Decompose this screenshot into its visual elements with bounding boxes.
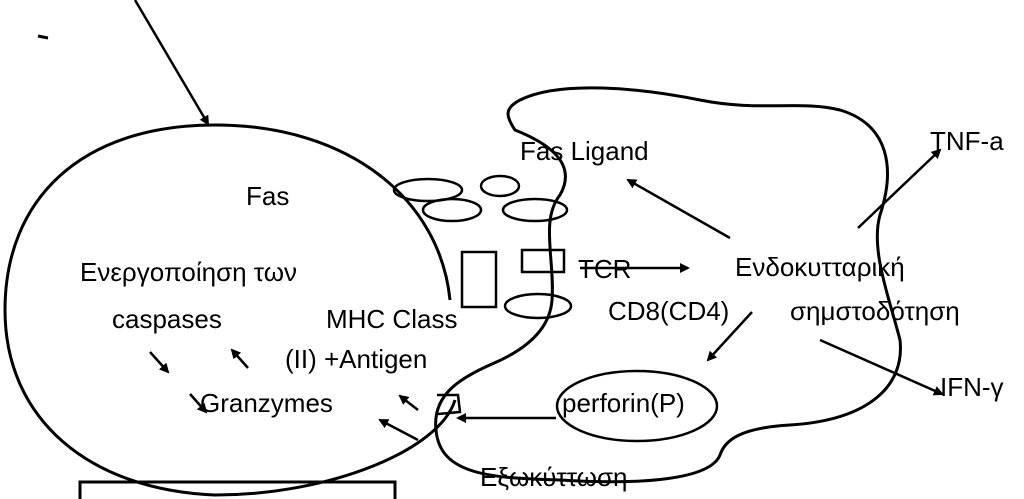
label-tnf: TNF-a (930, 126, 1004, 156)
label-perforin: perforin(P) (562, 388, 685, 418)
label-granzymes: Granzymes (200, 388, 333, 418)
mhc-rectangle (460, 250, 498, 309)
arrow-to-fas-ligand (626, 178, 731, 240)
label-mhc-line1: MHC Class (326, 304, 457, 334)
label-cd8: CD8(CD4) (608, 296, 729, 326)
label-fas: Fas (246, 181, 289, 211)
receptor-oval-3 (421, 197, 483, 223)
label-exocytosis: Εξωκύττωση (480, 462, 627, 492)
arrow-signal-to-ifn (819, 338, 944, 396)
label-mhc-line2: (II) +Antigen (285, 344, 427, 374)
arrow-granzymes-up (398, 394, 419, 411)
arrow-caspase-up (230, 348, 249, 369)
label-tcr: TCR (578, 254, 631, 284)
receptor-oval-5 (503, 292, 573, 320)
target-cell-outline (3, 123, 457, 497)
receptor-oval-4 (501, 197, 569, 223)
exocytosis-channel (437, 393, 462, 416)
label-ifn: IFN-γ (940, 372, 1004, 402)
receptor-oval-1 (392, 177, 464, 203)
t-cell-outline (434, 86, 902, 484)
label-activation-line1: Ενεργοποίηση των (80, 257, 297, 287)
receptor-oval-2 (479, 174, 521, 198)
label-signal-line2: σημστοδότηση (790, 296, 960, 326)
arrow-signal-to-perforin (706, 311, 753, 362)
label-signal-line1: Ενδοκυτταρική (735, 252, 905, 282)
bottom-box (78, 480, 397, 499)
arrow-into-granzymes (189, 393, 208, 414)
perforin-vesicle (555, 369, 719, 443)
label-fas-ligand: Fas Ligand (520, 136, 649, 166)
arrow-to-tnf (857, 148, 942, 229)
tcr-rectangle (520, 248, 566, 274)
label-activation-line2: caspases (112, 304, 222, 334)
arrow-to-granzymes (378, 418, 419, 442)
arrow-caspase-down (149, 351, 170, 374)
incoming-arrow (133, 0, 210, 126)
corner-mark (37, 34, 49, 40)
